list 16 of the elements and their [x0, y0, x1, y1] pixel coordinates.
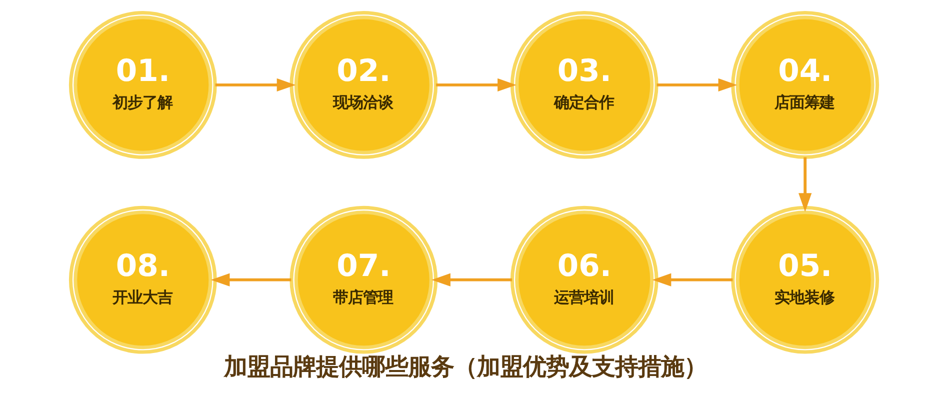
arrow — [436, 78, 516, 92]
arrow — [210, 273, 292, 286]
node-circle: 05. 实地装修 — [731, 206, 880, 354]
arrow — [432, 273, 512, 286]
node-circle: 06. 运营培训 — [510, 206, 658, 354]
node-circle: 04. 店面筹建 — [731, 10, 880, 159]
node-circle: 03. 确定合作 — [510, 10, 658, 159]
arrow — [652, 273, 733, 286]
node-circle: 02. 现场洽谈 — [290, 10, 438, 159]
arrow — [656, 78, 738, 92]
diagram-title: 加盟品牌提供哪些服务（加盟优势及支持措施） — [224, 352, 707, 380]
node-circle: 08. 开业大吉 — [68, 206, 217, 354]
node-circle: 07. 带店管理 — [290, 206, 438, 354]
arrow — [798, 157, 812, 212]
arrow — [215, 78, 296, 92]
node-circle: 01. 初步了解 — [68, 10, 217, 159]
